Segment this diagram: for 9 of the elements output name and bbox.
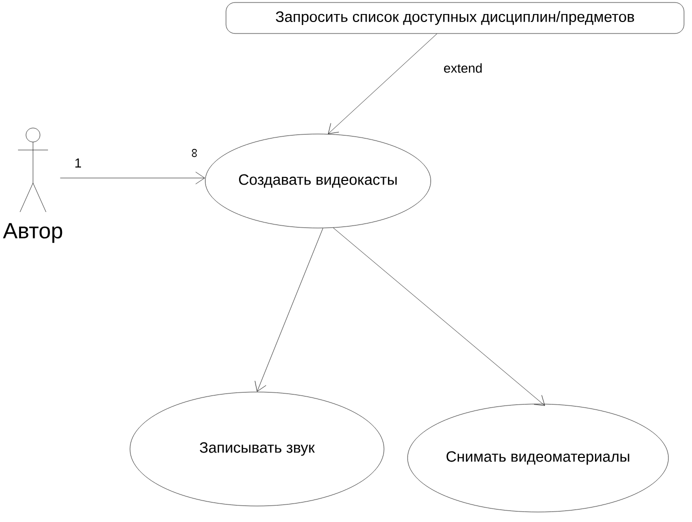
edge-label: extend (444, 63, 482, 73)
arrow (60, 172, 205, 184)
multiplicity-label: 1 (75, 158, 81, 168)
arrow (333, 228, 545, 406)
actor: Автор (2, 128, 62, 243)
use-case-box: Запросить список доступных дисциплин/предметов (226, 2, 684, 34)
node-label: Автор (2, 223, 62, 243)
arrow (328, 34, 438, 134)
arrow (254, 228, 324, 392)
